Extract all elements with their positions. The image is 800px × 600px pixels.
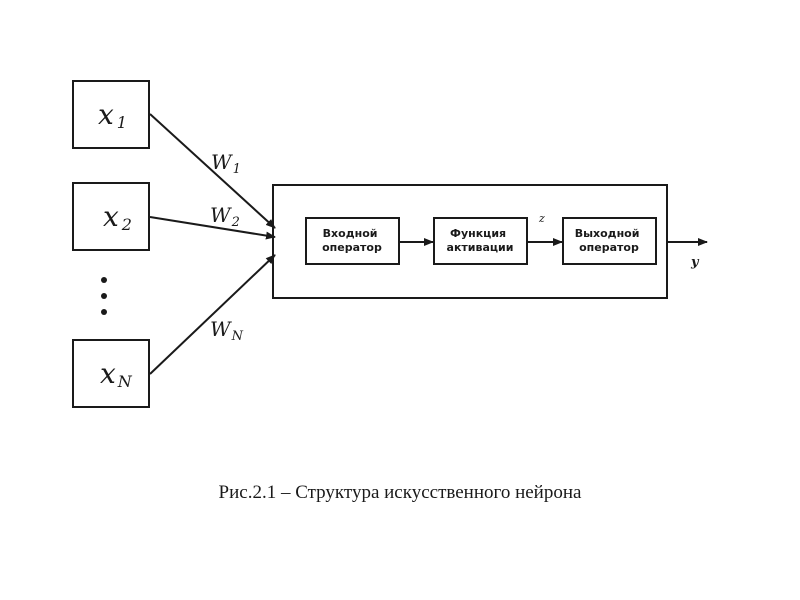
signal-label-z: z xyxy=(538,212,545,225)
output-operator-block xyxy=(562,217,657,265)
weight-label-wn: WN xyxy=(210,317,244,344)
weight-label-w1: W1 xyxy=(211,150,241,177)
connection-arrow-w1 xyxy=(149,113,276,229)
figure-caption: Рис.2.1 – Структура искусственного нейро… xyxy=(218,482,582,503)
weight-label-w2: W2 xyxy=(210,203,240,230)
input-box-x1 xyxy=(72,80,150,149)
ellipsis-dot xyxy=(101,293,107,299)
connection-arrow-wn xyxy=(149,254,276,375)
ellipsis-dot xyxy=(101,309,107,315)
input-box-x2 xyxy=(72,182,150,251)
ellipsis-dot xyxy=(101,277,107,283)
connection-arrow-w2 xyxy=(149,216,276,240)
activation-function-label: Функция активации xyxy=(447,227,514,254)
input-box-xn xyxy=(72,339,150,408)
input-operator-label: Входной оператор xyxy=(322,227,382,254)
output-operator-label: Выходной оператор xyxy=(575,227,644,254)
signal-label-y: y xyxy=(690,255,700,270)
